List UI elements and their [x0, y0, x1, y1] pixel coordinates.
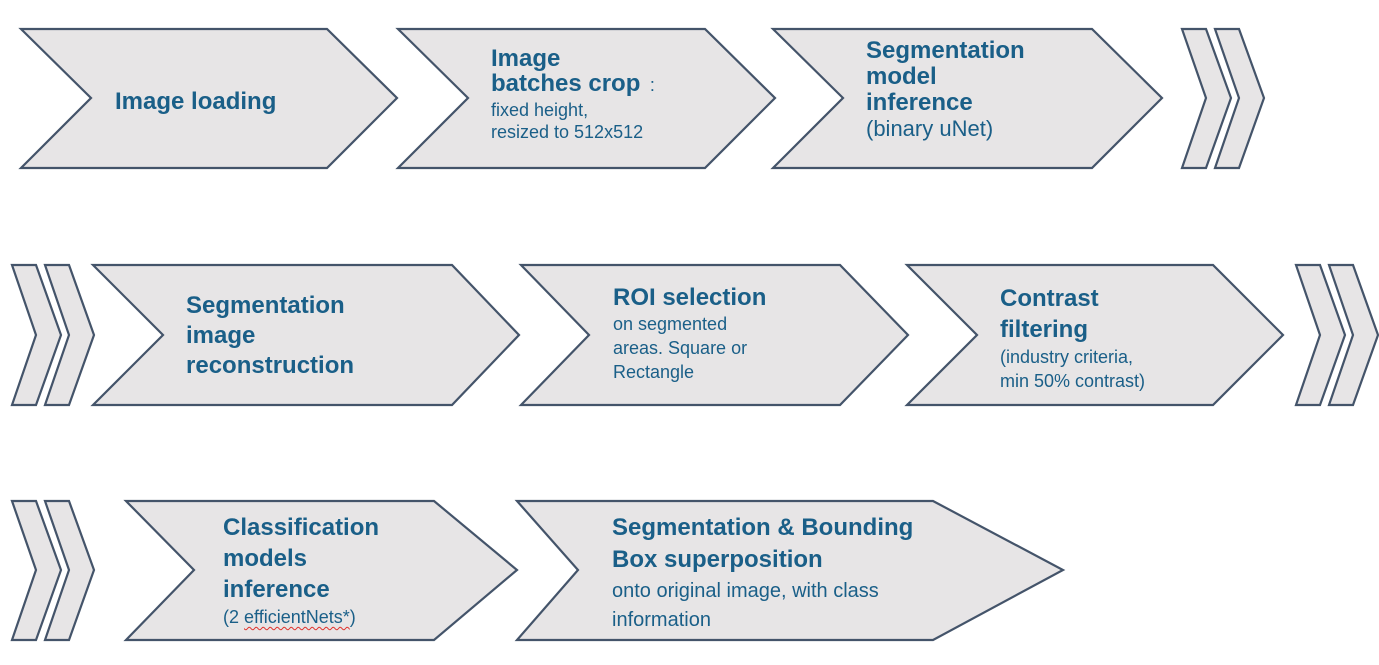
step-detail: (industry criteria, min 50% contrast)	[1000, 347, 1146, 391]
chevron-step-segmentation-model-inference	[770, 27, 1164, 170]
chevron-step-classification-models-inference	[123, 499, 519, 642]
step-title: Segmentation & Bounding Box superpositio…	[612, 514, 914, 573]
step-detail: on segmented areas. Square or Rectangle	[613, 314, 748, 382]
step-title: Image loading	[115, 88, 277, 115]
step-title-separator: :	[649, 75, 655, 95]
double-chevron-continue-icon	[10, 263, 96, 407]
double-chevron-continue-icon	[1180, 27, 1266, 170]
step-title: Contrast filtering	[1000, 285, 1099, 343]
step-detail: onto original image, with class informat…	[612, 580, 879, 631]
chevron-step-segmentation-bbox-superposition	[514, 499, 1066, 642]
step-label-roi-selection: ROI selection on segmented areas. Square…	[613, 285, 766, 384]
chevron-step-roi-selection	[518, 263, 910, 407]
step-title: Segmentation model inference	[866, 37, 1025, 116]
chevron-step-segmentation-image-reconstruction	[90, 263, 521, 407]
step-title: Segmentation image reconstruction	[186, 292, 355, 379]
double-chevron-continue-icon	[1294, 263, 1379, 407]
step-label-image-batches-crop: Image batches crop : fixed height, resiz…	[491, 46, 655, 143]
chevron-step-image-batches-crop	[395, 27, 777, 170]
step-label-classification-models-inference: Classification models inference (2 effic…	[223, 512, 379, 628]
step-label-segmentation-model-inference: Segmentation model inference (binary uNe…	[866, 38, 1025, 142]
step-detail: fixed height, resized to 512x512	[491, 100, 644, 142]
step-detail: (binary uNet)	[866, 116, 994, 141]
step-label-segmentation-bbox-superposition: Segmentation & Bounding Box superpositio…	[612, 512, 913, 635]
double-chevron-continue-icon	[10, 499, 96, 642]
step-label-contrast-filtering: Contrast filtering (industry criteria, m…	[1000, 283, 1145, 393]
step-title: Image	[491, 45, 561, 72]
step-title: Classification models inference	[223, 514, 380, 603]
step-detail: (2 efficientNets*)	[223, 607, 356, 627]
spellcheck-flagged-word: efficientNets*	[244, 607, 350, 627]
step-label-segmentation-image-reconstruction: Segmentation image reconstruction	[186, 291, 354, 381]
chevron-step-contrast-filtering	[904, 263, 1285, 407]
step-title: batches crop	[491, 70, 641, 97]
chevron-step-image-loading	[18, 27, 399, 170]
step-title: ROI selection	[613, 284, 767, 311]
step-label-image-loading: Image loading	[115, 89, 276, 114]
